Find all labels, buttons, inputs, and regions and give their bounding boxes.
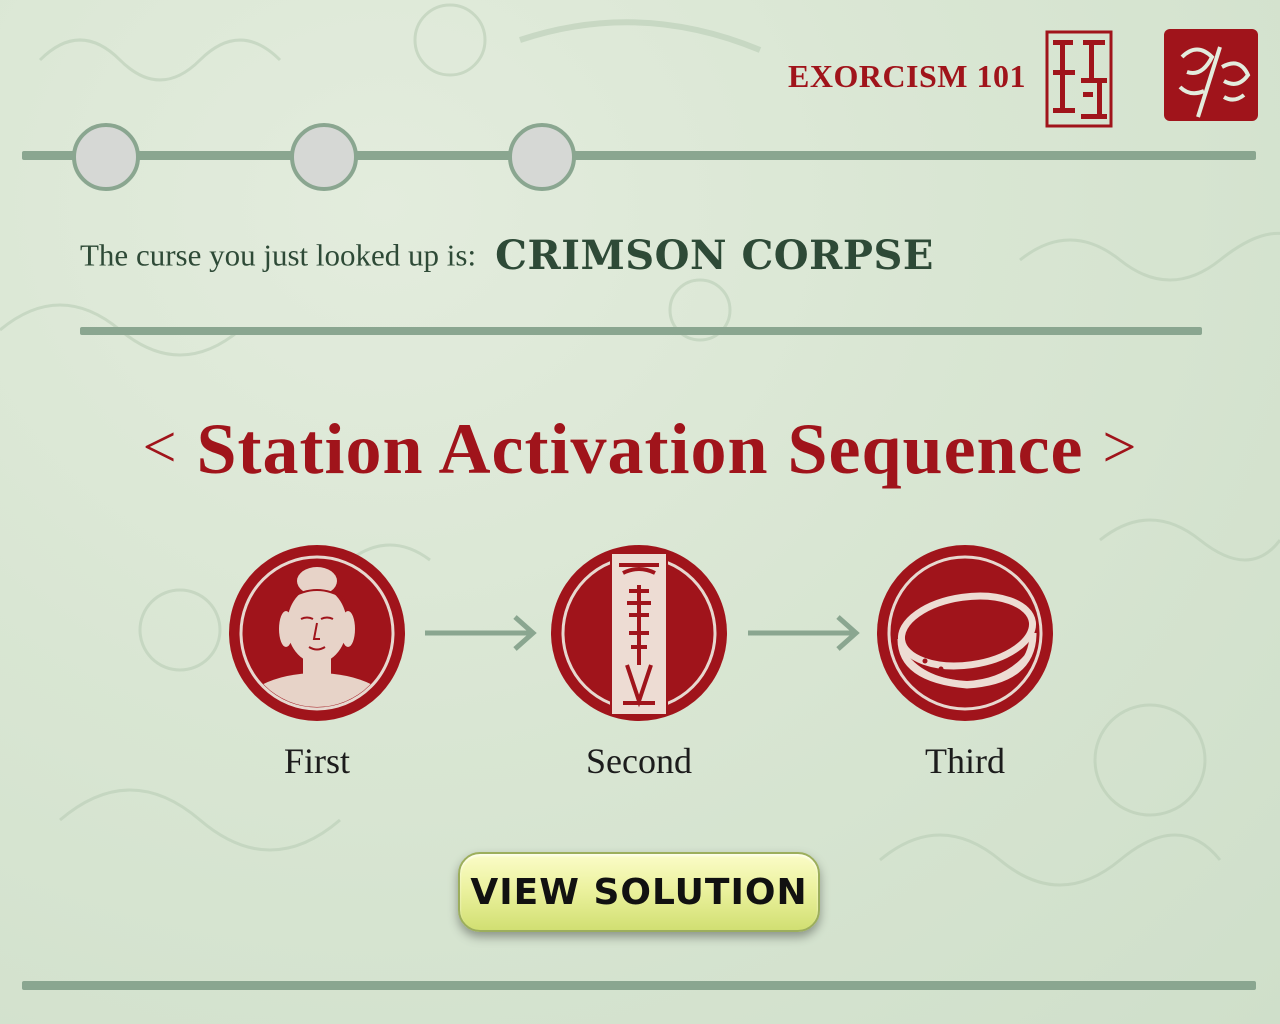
station-label-third: Third bbox=[925, 741, 1005, 781]
progress-step-3 bbox=[508, 123, 576, 191]
curse-name: CRIMSON CORPSE bbox=[495, 232, 934, 279]
arrow-right-icon bbox=[748, 615, 860, 651]
station-label-first: First bbox=[283, 741, 351, 781]
footer-divider bbox=[22, 981, 1256, 990]
sequence-heading: < Station Activation Sequence > bbox=[0, 408, 1280, 491]
talisman-scroll-icon bbox=[551, 545, 727, 721]
progress-step-1 bbox=[72, 123, 140, 191]
sequence-heading-text: Station Activation Sequence bbox=[196, 409, 1084, 489]
section-divider bbox=[80, 327, 1202, 335]
station-label-second: Second bbox=[586, 741, 692, 781]
app-title: EXORCISM 101 bbox=[787, 58, 1026, 94]
drum-icon bbox=[877, 545, 1053, 721]
view-solution-button[interactable]: VIEW SOLUTION bbox=[458, 852, 820, 932]
seal-stamp-icon bbox=[1045, 30, 1113, 128]
station-first bbox=[227, 543, 407, 723]
station-second bbox=[549, 543, 729, 723]
buddha-head-icon bbox=[229, 545, 405, 721]
curse-label: The curse you just looked up is: bbox=[80, 237, 477, 273]
progress-step-2 bbox=[290, 123, 358, 191]
station-third bbox=[875, 543, 1055, 723]
bracket-open: < bbox=[142, 414, 178, 480]
curse-info: The curse you just looked up is: CRIMSON… bbox=[80, 232, 934, 279]
seal-stamp-icon bbox=[1164, 29, 1258, 121]
arrow-right-icon bbox=[425, 615, 537, 651]
progress-track bbox=[22, 151, 1256, 160]
bracket-close: > bbox=[1102, 414, 1138, 480]
